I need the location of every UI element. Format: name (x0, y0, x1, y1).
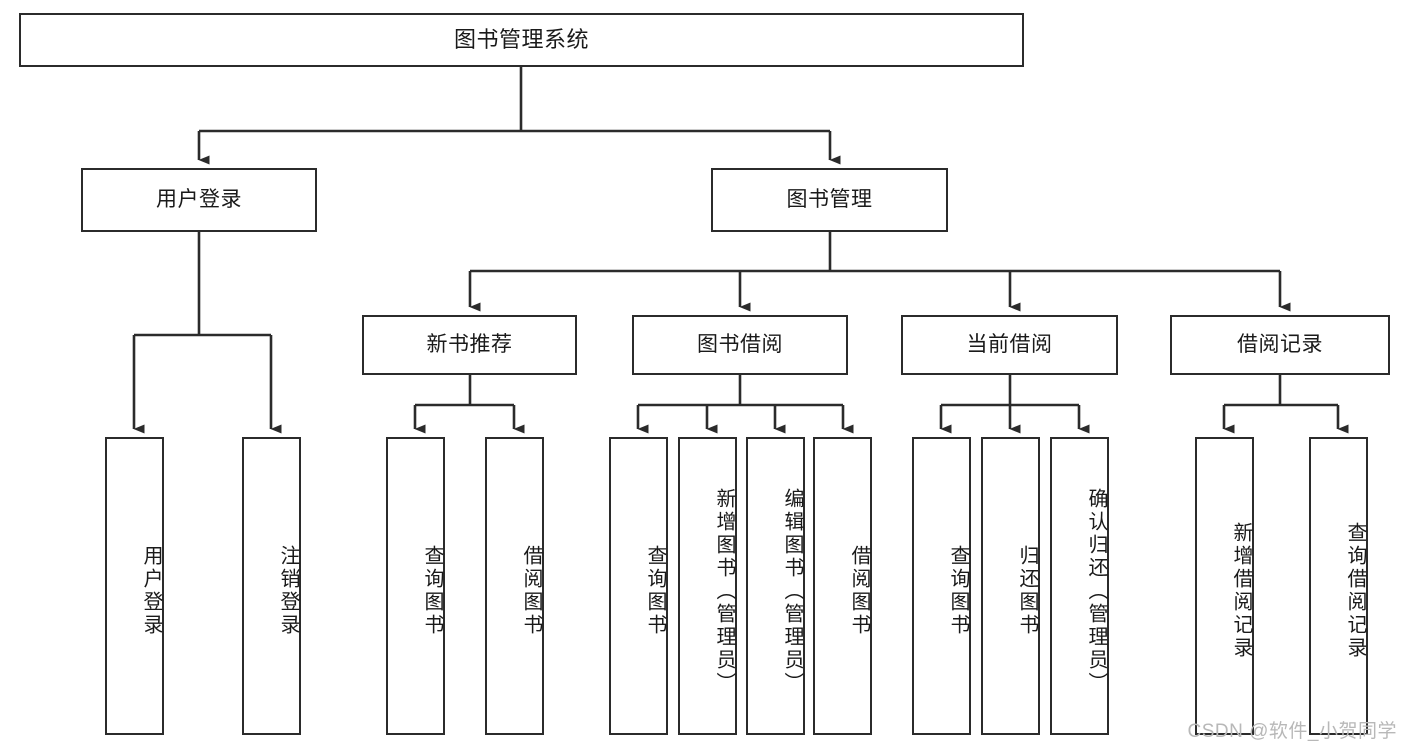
leaf-label: 用户登录 (140, 545, 162, 637)
leaf-label: 确认归还（管理员） (1085, 487, 1107, 695)
leaf-label: 查询图书 (421, 545, 443, 637)
node-borrow-record-label: 借阅记录 (1237, 332, 1323, 356)
node-current-borrow-label: 当前借阅 (966, 332, 1053, 356)
leaf-record-query[interactable]: 查询借阅记录 (1309, 437, 1368, 735)
leaf-label: 查询图书 (947, 545, 969, 637)
leaf-label: 新增借阅记录 (1230, 522, 1252, 660)
node-book-borrow-label: 图书借阅 (697, 332, 783, 356)
leaf-label: 查询借阅记录 (1344, 522, 1366, 660)
node-root-system[interactable]: 图书管理系统 (19, 13, 1024, 67)
node-new-book-recommend[interactable]: 新书推荐 (362, 315, 577, 375)
node-user-login-label: 用户登录 (156, 187, 242, 211)
node-book-borrow[interactable]: 图书借阅 (632, 315, 848, 375)
leaf-label: 借阅图书 (848, 545, 870, 637)
node-user-login[interactable]: 用户登录 (81, 168, 317, 232)
leaf-record-add[interactable]: 新增借阅记录 (1195, 437, 1254, 735)
leaf-borrow-borrow-book[interactable]: 借阅图书 (813, 437, 872, 735)
node-book-management[interactable]: 图书管理 (711, 168, 948, 232)
node-root-label: 图书管理系统 (453, 27, 589, 53)
leaf-label: 查询图书 (644, 545, 666, 637)
leaf-current-confirm-return-admin[interactable]: 确认归还（管理员） (1050, 437, 1109, 735)
leaf-user-login-logout[interactable]: 注销登录 (242, 437, 301, 735)
leaf-current-query-book[interactable]: 查询图书 (912, 437, 971, 735)
leaf-borrow-edit-book-admin[interactable]: 编辑图书（管理员） (746, 437, 805, 735)
leaf-current-return-book[interactable]: 归还图书 (981, 437, 1040, 735)
leaf-label: 归还图书 (1016, 545, 1038, 637)
leaf-borrow-add-book-admin[interactable]: 新增图书（管理员） (678, 437, 737, 735)
node-current-borrow[interactable]: 当前借阅 (901, 315, 1118, 375)
leaf-user-login-login[interactable]: 用户登录 (105, 437, 164, 735)
leaf-new-book-query[interactable]: 查询图书 (386, 437, 445, 735)
node-book-management-label: 图书管理 (786, 187, 873, 211)
leaf-label: 编辑图书（管理员） (781, 487, 803, 695)
node-new-book-recommend-label: 新书推荐 (426, 332, 513, 356)
leaf-new-book-borrow[interactable]: 借阅图书 (485, 437, 544, 735)
leaf-label: 注销登录 (277, 545, 299, 637)
leaf-label: 借阅图书 (520, 545, 542, 637)
node-borrow-record[interactable]: 借阅记录 (1170, 315, 1390, 375)
csdn-watermark: CSDN @软件_小贺同学 (1187, 721, 1397, 742)
leaf-borrow-query-book[interactable]: 查询图书 (609, 437, 668, 735)
leaf-label: 新增图书（管理员） (713, 487, 735, 695)
